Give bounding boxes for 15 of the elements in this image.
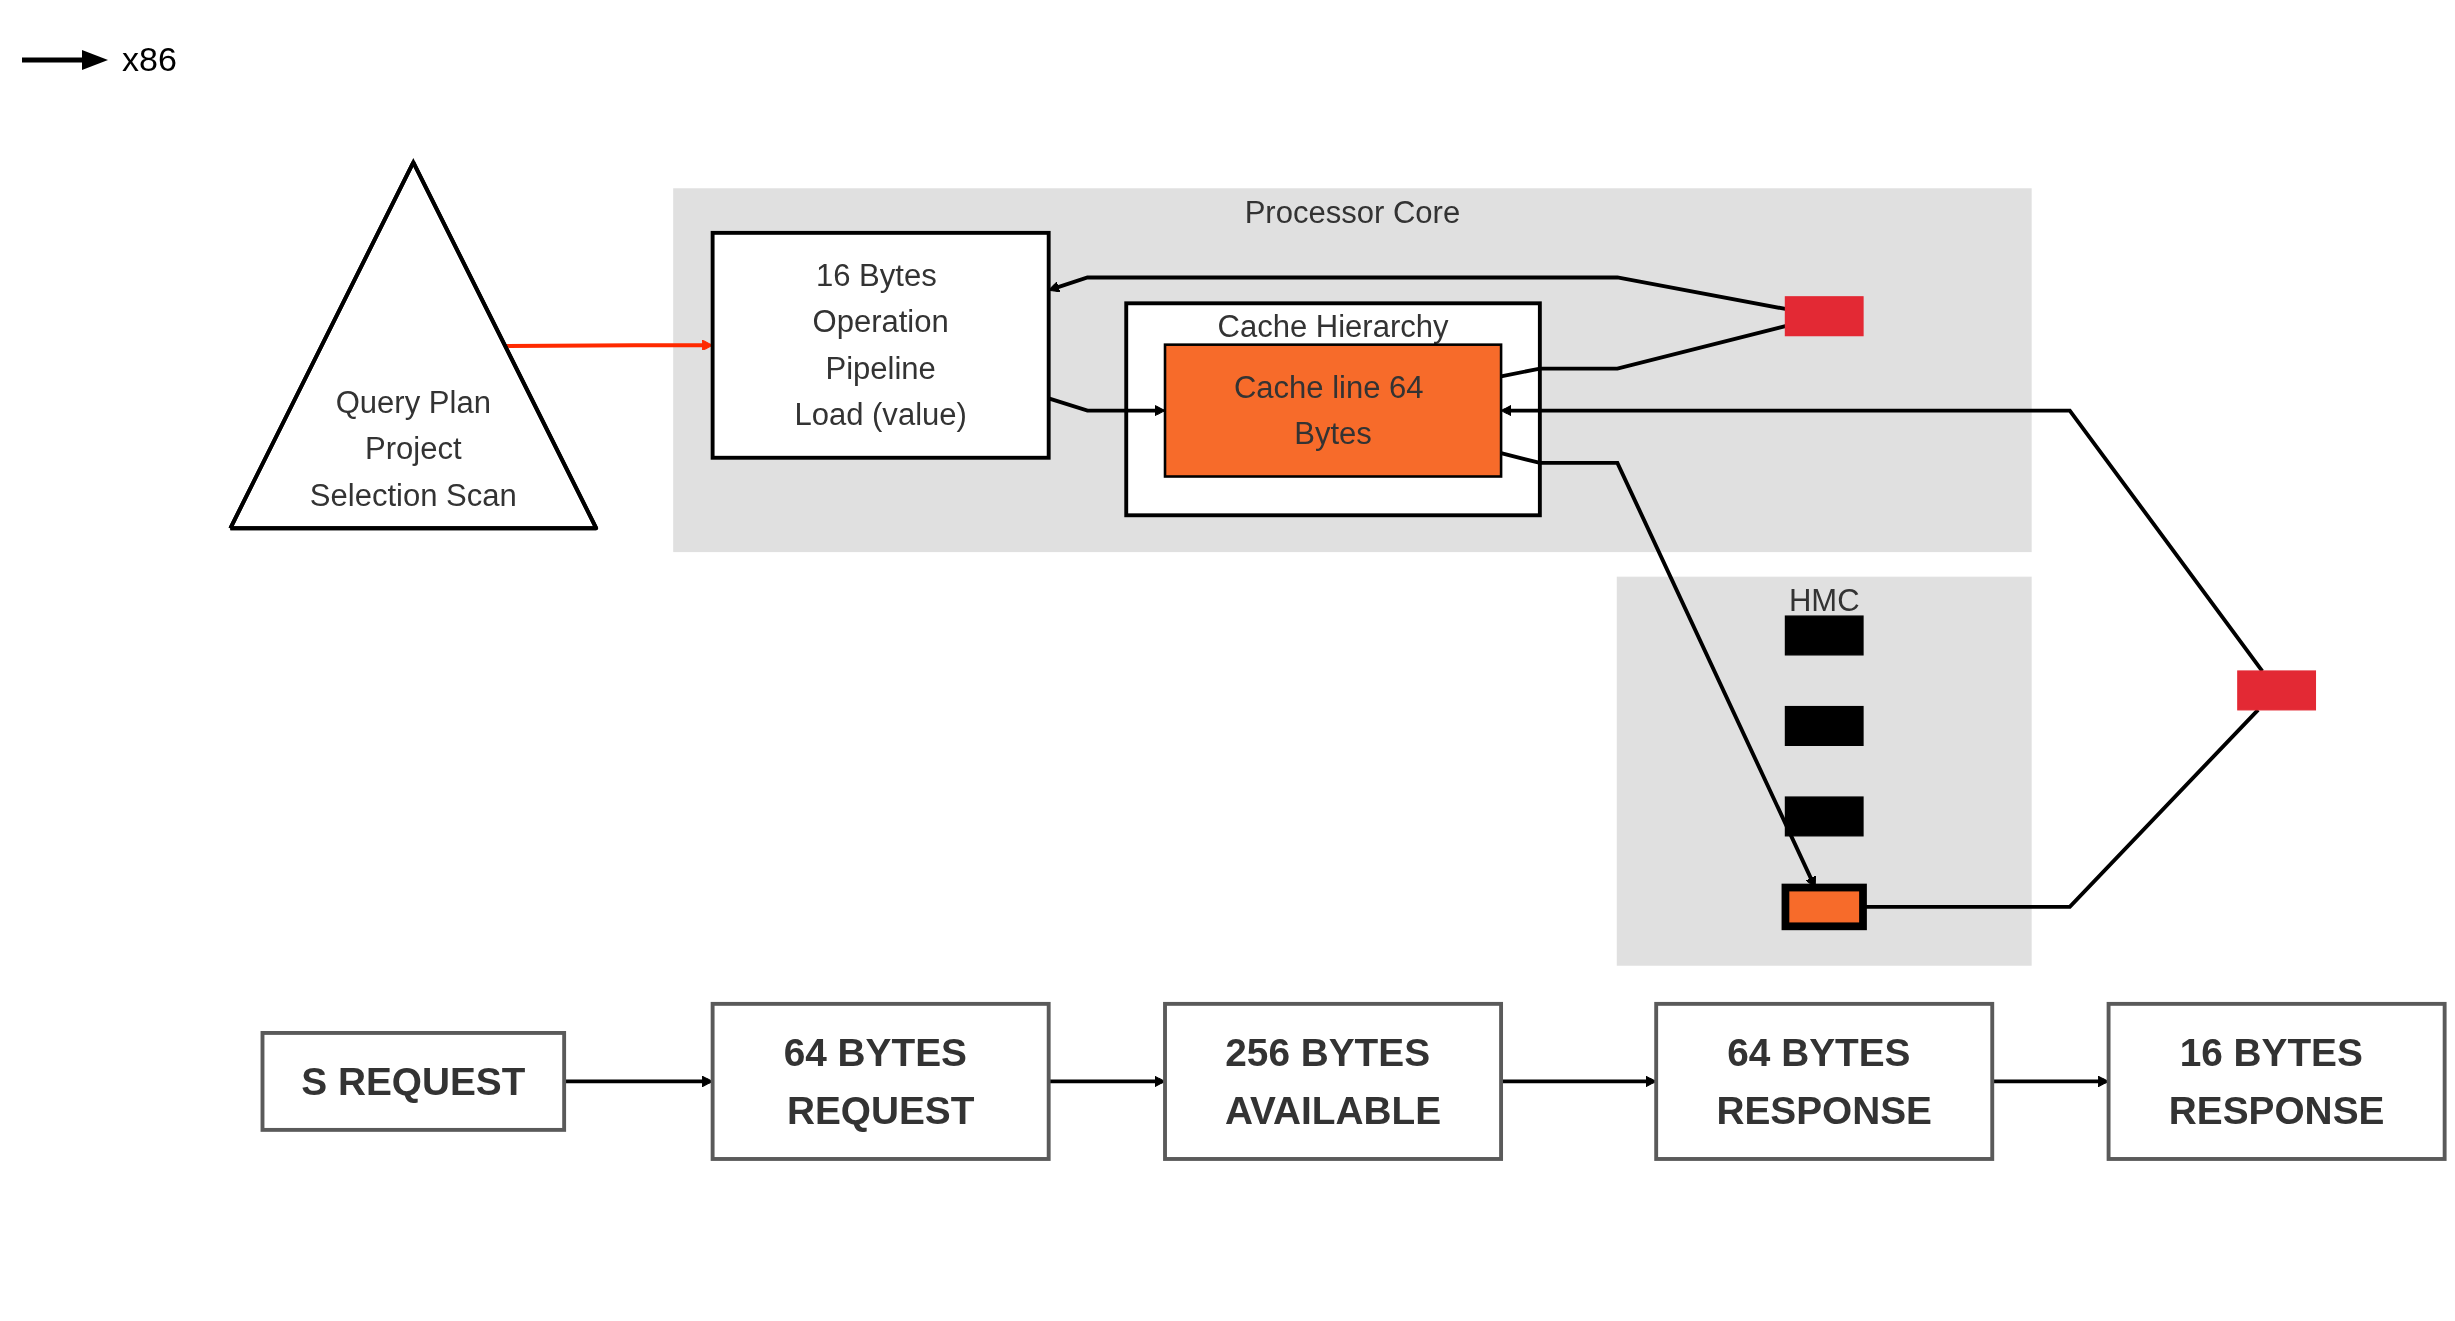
legend-text: x86 [122,40,177,79]
node-bar [1781,883,1867,931]
node-bar [1784,705,1864,746]
node-bar [1784,615,1864,656]
cluster: HMC [1616,576,2032,966]
node-box: 16 Bytes Operation Pipeline Load (value) [710,230,1051,460]
node-box: Cache line 64 Bytes [1163,343,1503,478]
node-bar [1784,796,1864,837]
node-bar [1784,296,1864,337]
node-box: 64 BYTES REQUEST [710,1001,1051,1161]
node-box: S REQUEST [260,1030,567,1132]
node-box: 256 BYTES AVAILABLE [1163,1001,1503,1161]
node-box: 64 BYTES RESPONSE [1654,1001,1995,1161]
node-box: 16 BYTES RESPONSE [2106,1001,2447,1161]
node-bar [2237,670,2317,711]
